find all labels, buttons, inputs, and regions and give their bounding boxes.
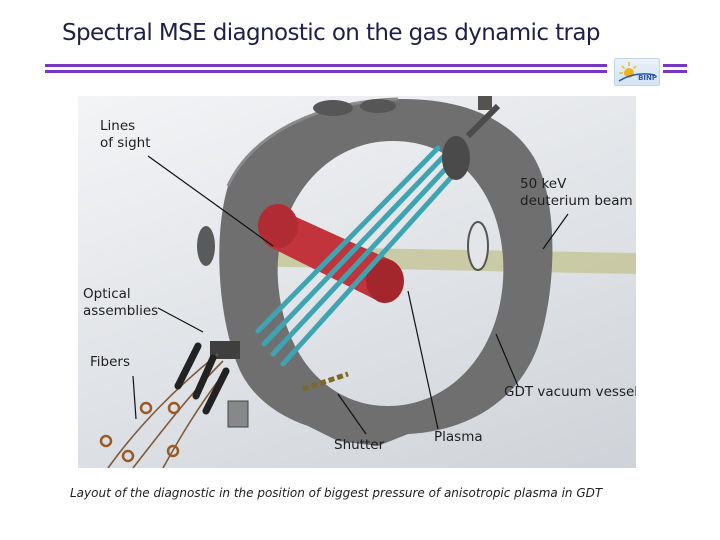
title-rule-top <box>45 64 607 67</box>
logo-text: BINP <box>638 74 657 82</box>
label-fibers: Fibers <box>90 354 130 370</box>
title-rule-bottom <box>45 70 607 73</box>
label-lines-of-sight: Lines of sight <box>100 118 151 151</box>
figure-caption: Layout of the diagnostic in the position… <box>70 486 603 500</box>
label-vessel: GDT vacuum vessel <box>504 384 636 400</box>
arrow-beam <box>542 213 569 250</box>
diagnostic-figure: Lines of sight 50 keV deuterium beam Opt… <box>78 96 636 468</box>
label-shutter: Shutter <box>334 437 385 453</box>
label-beam: 50 keV deuterium beam <box>520 176 633 209</box>
optical-assemblies-port <box>210 96 501 359</box>
label-plasma: Plasma <box>434 429 483 445</box>
arrow-shutter <box>337 393 367 435</box>
arrow-vessel <box>495 333 519 387</box>
vacuum-vessel <box>219 98 553 447</box>
arrow-plasma <box>407 290 439 430</box>
arrow-lines-of-sight <box>147 155 274 247</box>
sun-logo-icon <box>618 62 656 82</box>
arrow-fibers <box>132 375 137 420</box>
gdt-vessel-drawing <box>99 96 636 468</box>
shutter <box>227 371 349 428</box>
lines-of-sight <box>255 145 459 367</box>
arrow-optical <box>157 307 204 333</box>
title-rule-right-top <box>663 64 687 67</box>
slide-title: Spectral MSE diagnostic on the gas dynam… <box>62 20 600 46</box>
title-rule-right-bottom <box>663 70 687 73</box>
binp-logo: BINP <box>614 58 660 86</box>
label-optical-assemblies: Optical assemblies <box>83 286 159 319</box>
